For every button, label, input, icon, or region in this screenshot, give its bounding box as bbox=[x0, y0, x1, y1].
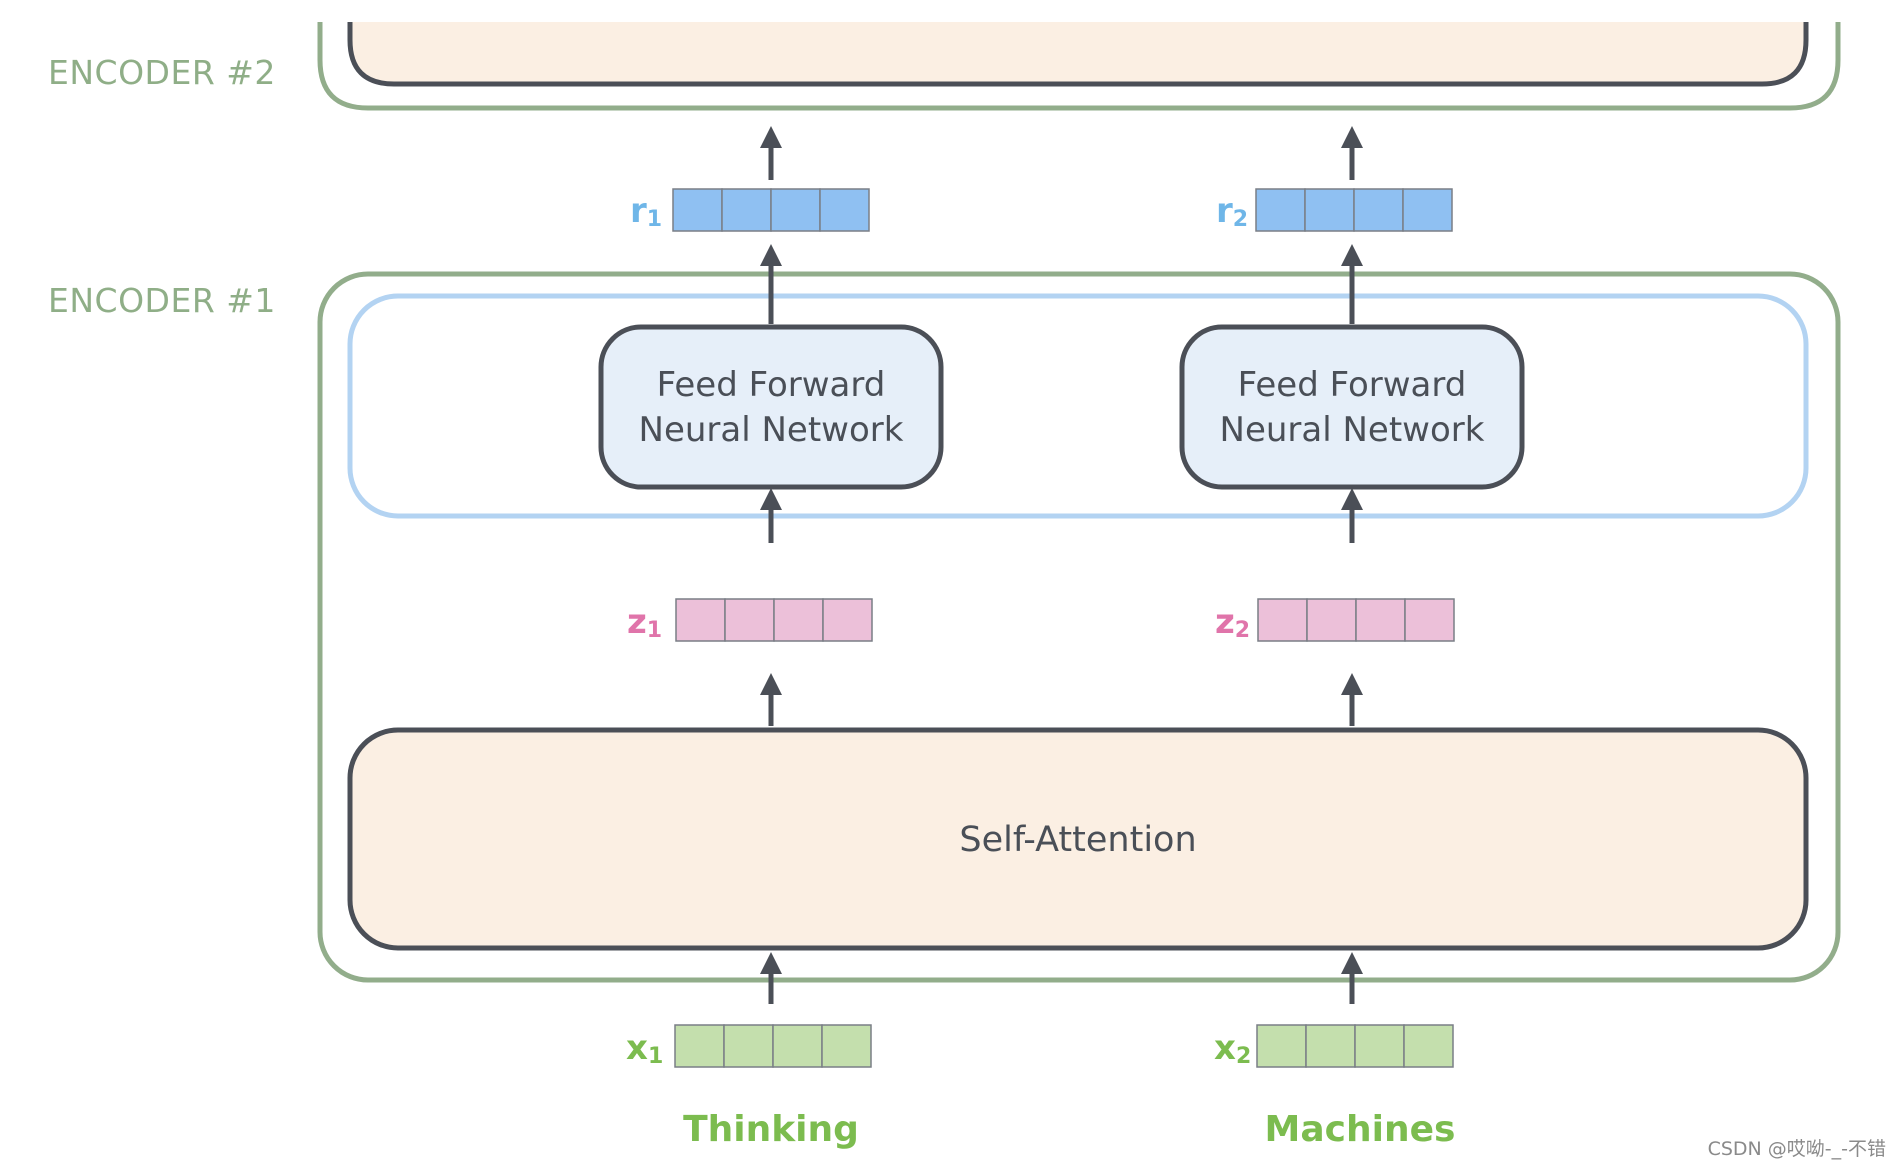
arrow-self-attention-to-z1 bbox=[760, 673, 782, 726]
arrow-ffnn1-to-r1 bbox=[760, 244, 782, 324]
vector-z2 bbox=[1257, 598, 1455, 642]
input-word-machines: Machines bbox=[1265, 1109, 1456, 1150]
vector-cell bbox=[772, 1024, 823, 1068]
vector-cell bbox=[1255, 188, 1306, 232]
arrow-r2-to-encoder2 bbox=[1341, 126, 1363, 180]
ffnn-box-2: Feed Forward Neural Network bbox=[1179, 324, 1525, 490]
vector-cell bbox=[675, 598, 726, 642]
watermark: CSDN @哎呦-_-不错 bbox=[1708, 1138, 1886, 1160]
vector-cell bbox=[1305, 1024, 1356, 1068]
input-word-thinking: Thinking bbox=[683, 1109, 859, 1150]
arrow-x2-to-self-attention bbox=[1341, 952, 1363, 1004]
vector-cell bbox=[723, 1024, 774, 1068]
self-attention-label: Self-Attention bbox=[959, 820, 1196, 860]
encoder-1-label: ENCODER #1 bbox=[48, 281, 276, 320]
ffnn-2-line2: Neural Network bbox=[1220, 410, 1485, 450]
arrow-x1-to-self-attention bbox=[760, 952, 782, 1004]
vector-cell bbox=[1257, 598, 1308, 642]
vector-cell bbox=[1353, 188, 1404, 232]
ffnn-2-line1: Feed Forward bbox=[1238, 365, 1467, 405]
encoder-2-outline bbox=[317, 22, 1841, 111]
vector-cell bbox=[821, 1024, 872, 1068]
vector-cell bbox=[1306, 598, 1357, 642]
ffnn-group-outline bbox=[347, 293, 1809, 519]
vector-cell bbox=[1355, 598, 1406, 642]
encoder-2-label: ENCODER #2 bbox=[48, 53, 276, 92]
vector-cell bbox=[1403, 1024, 1454, 1068]
vector-cell bbox=[1354, 1024, 1405, 1068]
arrow-self-attention-to-z2 bbox=[1341, 673, 1363, 726]
vector-cell bbox=[770, 188, 821, 232]
vector-z1 bbox=[675, 598, 873, 642]
vector-cell bbox=[1404, 598, 1455, 642]
encoder-2-self-attention-border bbox=[347, 22, 1809, 87]
ffnn-1-line1: Feed Forward bbox=[657, 365, 886, 405]
vector-cell bbox=[1402, 188, 1453, 232]
arrow-z1-to-ffnn1 bbox=[760, 488, 782, 543]
encoder-2-self-attention-box bbox=[350, 22, 1806, 84]
ffnn-box-1: Feed Forward Neural Network bbox=[598, 324, 944, 490]
label-z1: z1 bbox=[627, 602, 662, 643]
vector-x1 bbox=[674, 1024, 872, 1068]
vector-cell bbox=[822, 598, 873, 642]
vector-cell bbox=[674, 1024, 725, 1068]
vector-cell bbox=[724, 598, 775, 642]
vector-cell bbox=[721, 188, 772, 232]
arrows bbox=[760, 126, 1363, 1004]
ffnn-1-line2: Neural Network bbox=[639, 410, 904, 450]
label-r2: r2 bbox=[1216, 191, 1248, 232]
arrow-z2-to-ffnn2 bbox=[1341, 488, 1363, 543]
encoder-1-outline bbox=[317, 271, 1841, 983]
vector-cell bbox=[1304, 188, 1355, 232]
vector-r1 bbox=[672, 188, 870, 232]
self-attention-box: Self-Attention bbox=[347, 727, 1809, 951]
label-x1: x1 bbox=[626, 1028, 663, 1069]
vector-x2 bbox=[1256, 1024, 1454, 1068]
label-z2: z2 bbox=[1215, 602, 1250, 643]
label-x2: x2 bbox=[1214, 1028, 1251, 1069]
vector-cell bbox=[773, 598, 824, 642]
arrow-r1-to-encoder2 bbox=[760, 126, 782, 180]
label-r1: r1 bbox=[630, 191, 662, 232]
vector-cell bbox=[819, 188, 870, 232]
arrow-ffnn2-to-r2 bbox=[1341, 244, 1363, 324]
vector-cell bbox=[1256, 1024, 1307, 1068]
vector-r2 bbox=[1255, 188, 1453, 232]
vector-cell bbox=[672, 188, 723, 232]
